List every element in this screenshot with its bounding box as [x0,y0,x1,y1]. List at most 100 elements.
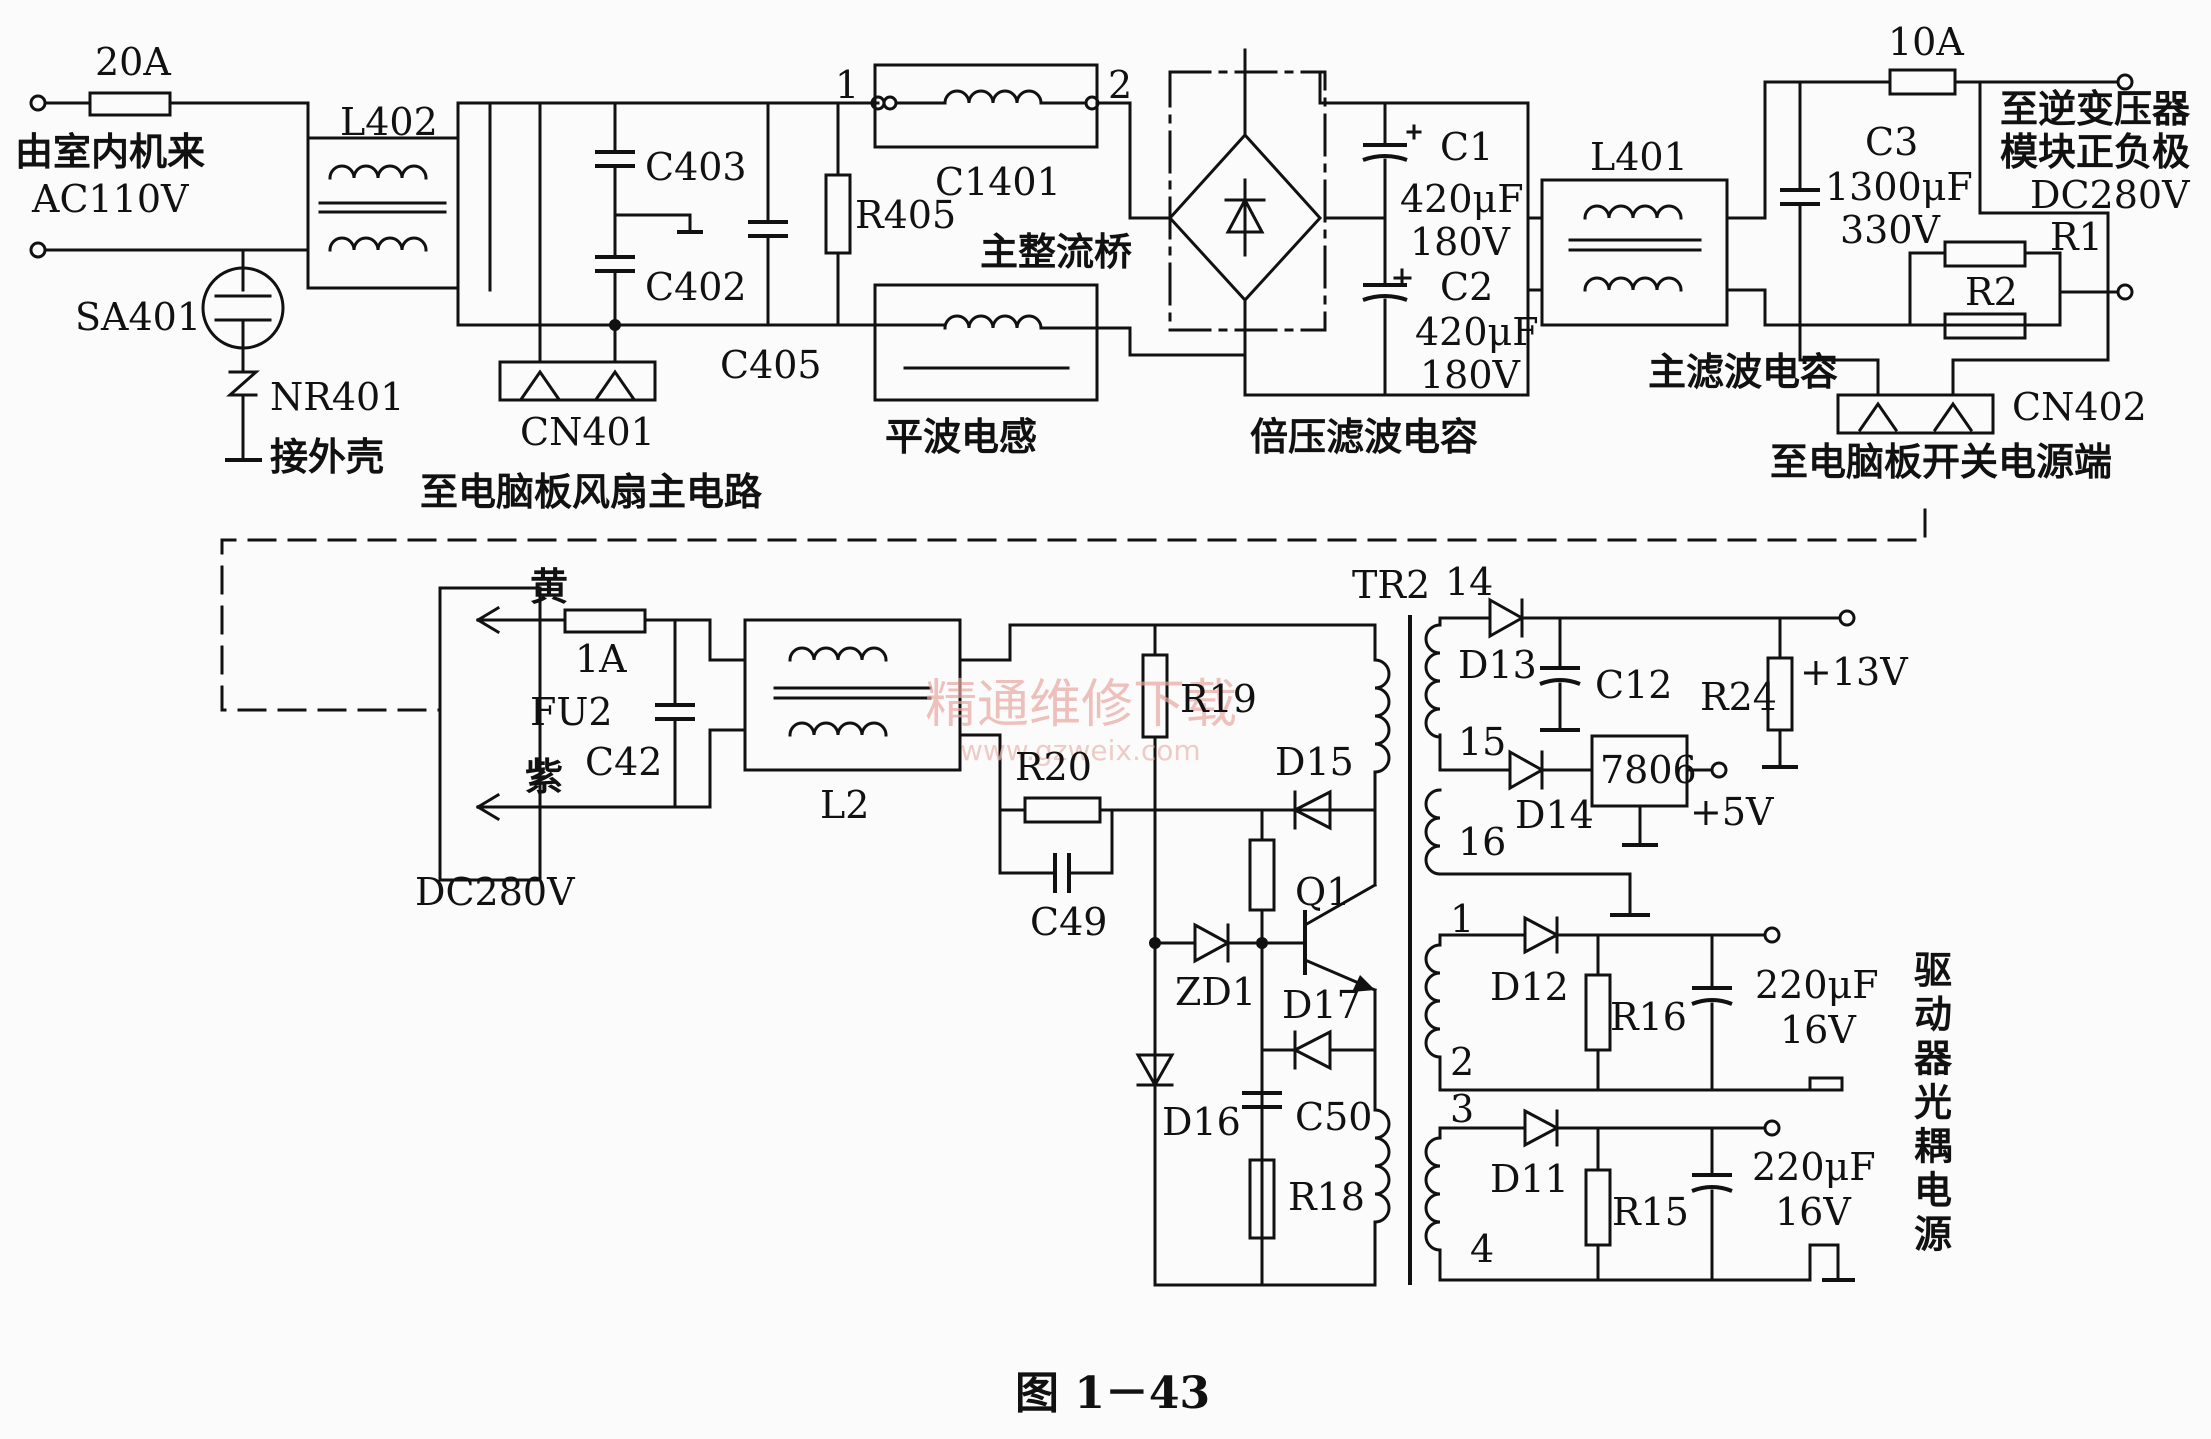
base-resistor [1248,808,1276,1287]
label-c1401: C1401 [935,160,1061,204]
zd1-zener [1153,922,1307,964]
label-d16: D16 [1162,1100,1241,1144]
dashed-link [220,508,1927,712]
label-c12: C12 [1595,663,1672,707]
label-5v: +5V [1690,790,1774,834]
label-cn402: CN402 [2012,385,2147,429]
figure-caption: 图 1－43 [1015,1368,1210,1419]
label-pin-4: 4 [1470,1227,1494,1271]
label-fuse-20a: 20A [95,40,171,84]
label-node-1: 1 [835,63,859,107]
label-c2-v: 180V [1420,353,1521,397]
r2-resistor [1908,312,2062,340]
label-220uf-b: 220μF [1752,1145,1876,1189]
label-l401: L401 [1590,135,1688,179]
sa401-spark-gap [201,248,285,462]
label-r15: R15 [1612,1190,1689,1234]
label-c3-v: 330V [1840,208,1941,252]
fuse-10a [1888,68,2134,96]
c1-capacitor [1362,101,1422,287]
tr2-primary [1373,623,1391,1287]
c-220uf-a [1691,933,1733,1092]
label-d13: D13 [1458,643,1537,687]
label-input-ac: AC110V [31,177,189,221]
label-fan-main: 至电脑板风扇主电路 [420,469,763,514]
label-r16: R16 [1610,995,1687,1039]
label-bridge: 主整流桥 [980,229,1132,274]
c50-capacitor [1242,1091,1282,1109]
cn401-connector [498,101,657,402]
label-c3-val: 1300μF [1825,165,1973,209]
c-220uf-b [1691,1126,1733,1282]
label-r19: R19 [1180,677,1257,721]
label-13v: +13V [1800,650,1908,694]
label-16v-b: 16V [1775,1190,1851,1234]
label-case-gnd: 接外壳 [270,434,384,479]
r16-resistor [1584,933,1612,1092]
label-7806: 7806 [1600,748,1697,792]
label-main-filter: 主滤波电容 [1648,349,1838,394]
c3-capacitor [1780,80,1820,327]
cn402-connector [1798,323,2110,435]
label-c2: C2 [1440,265,1493,309]
label-fuse-10a: 10A [1888,20,1964,64]
d11-diode [1523,1108,1781,1148]
c12-capacitor [1539,616,1581,732]
r18-resistor [1248,1158,1276,1240]
label-c42: C42 [585,740,662,784]
label-c403: C403 [645,145,747,189]
label-pin-14: 14 [1445,560,1493,604]
tr2-secondary-mid [1424,933,1844,1092]
label-to-inverter-2: 模块正负极 [2000,129,2190,174]
d14-diode [1508,749,1594,791]
dc280v-block [438,586,567,882]
regulator-7806 [1590,734,1728,847]
label-r24: R24 [1700,675,1777,719]
l2-choke [743,618,962,772]
label-nr401: NR401 [270,375,404,419]
label-l2: L2 [820,783,869,827]
c402-capacitor [595,213,703,327]
label-dc280-bot: DC280V [415,870,575,914]
label-l402: L402 [340,100,438,144]
fuse-20a [43,91,310,117]
label-yellow: 黄 [530,564,568,609]
label-q1: Q1 [1295,870,1350,914]
label-node-2: 2 [1108,63,1132,107]
main-bridge-rectifier [1167,70,1327,357]
fu2-fuse [538,608,712,809]
tr2-secondary-top [1424,616,1650,917]
label-fuse-1a: 1A [575,637,627,681]
label-purple: 紫 [525,754,563,799]
label-doubler: 倍压滤波电容 [1250,414,1478,459]
c403-capacitor [595,101,635,259]
label-c1: C1 [1440,125,1493,169]
d15-diode [1291,789,1332,831]
label-to-inverter-1: 至逆变压器 [2000,86,2191,131]
label-r18: R18 [1288,1175,1365,1219]
label-c2-val: 420μF [1415,310,1539,354]
r1-resistor [1908,240,2062,327]
label-cn401: CN401 [520,410,655,454]
label-c402: C402 [645,265,747,309]
label-tr2: TR2 [1352,563,1430,607]
label-pin-15: 15 [1458,720,1506,764]
label-c1-val: 420μF [1400,177,1524,221]
c2-capacitor [1362,268,1412,397]
label-220uf-a: 220μF [1755,963,1879,1007]
label-c405: C405 [720,343,822,387]
label-r20: R20 [1015,745,1092,789]
label-driver-ps: 驱动器光耦电源 [1908,950,1953,1258]
label-pin-16: 16 [1458,820,1506,864]
label-dc280-top: DC280V [2030,173,2190,217]
label-d12: D12 [1490,965,1569,1009]
r24-resistor [1762,616,1798,769]
r405-resistor [824,101,852,327]
label-fu2: FU2 [530,690,613,734]
label-d17: D17 [1282,983,1361,1027]
watermark-url: www.gzweix.com [960,734,1201,767]
label-r2: R2 [1965,270,2018,314]
watermark: 精通维修下载 [925,675,1237,735]
label-d11: D11 [1490,1157,1569,1201]
